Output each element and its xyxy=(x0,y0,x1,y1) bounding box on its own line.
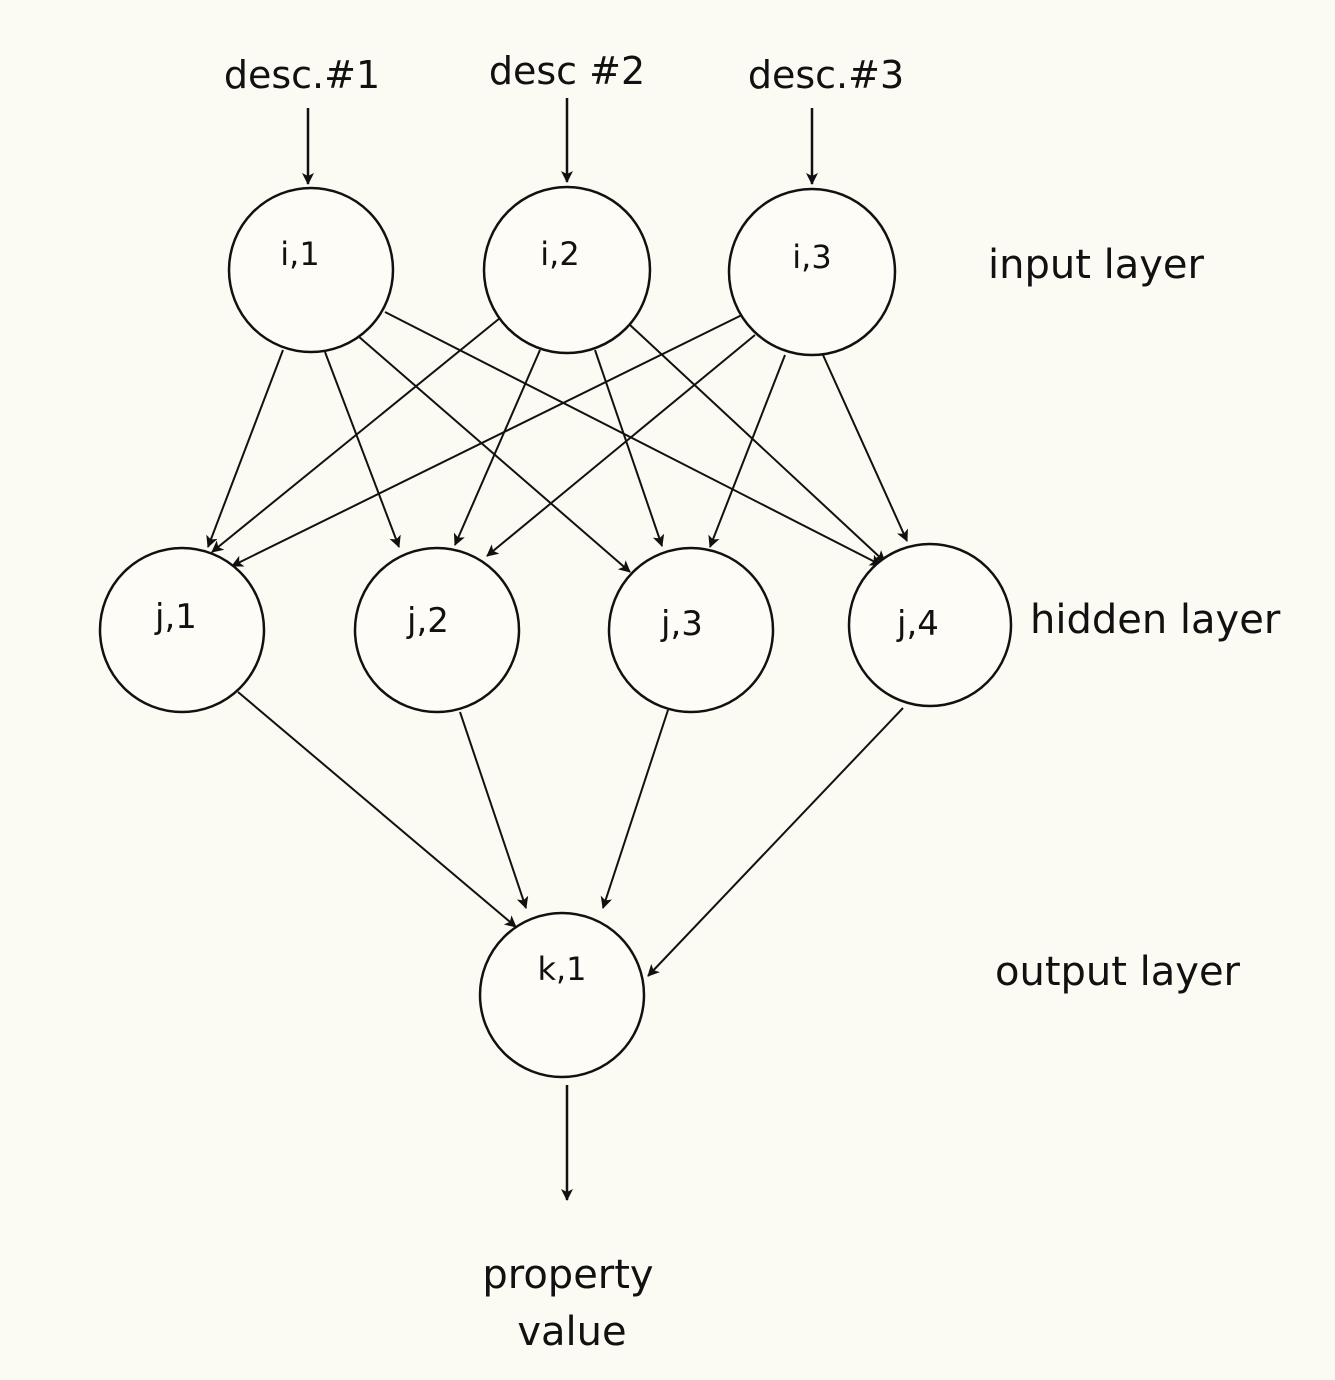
node-j2 xyxy=(353,546,521,714)
input-layer-nodes xyxy=(227,185,897,357)
node-j3 xyxy=(607,546,775,714)
node-j4 xyxy=(847,542,1013,708)
node-j4-label: j,4 xyxy=(896,604,939,644)
edge-j1-k1 xyxy=(237,691,517,928)
edge-i1-j1 xyxy=(206,349,284,548)
node-i3 xyxy=(727,187,897,357)
output-label-line1: property xyxy=(482,1252,653,1298)
hidden-output-connections xyxy=(237,691,904,977)
edge-j2-k1 xyxy=(459,711,529,909)
input-layer-label: input layer xyxy=(988,242,1205,288)
node-j1-label: j,1 xyxy=(154,597,197,637)
node-i2-label: i,2 xyxy=(540,235,579,273)
edge-i3-j4 xyxy=(822,354,908,542)
edge-i1-j4 xyxy=(384,311,882,566)
edge-i2-j2 xyxy=(453,349,541,546)
edge-i3-j3 xyxy=(708,354,786,548)
edge-i2-j4 xyxy=(629,324,886,563)
node-i1 xyxy=(227,186,395,354)
node-j1 xyxy=(98,546,266,714)
node-i3-label: i,3 xyxy=(792,238,831,276)
hidden-layer-nodes xyxy=(98,542,1013,714)
desc-2-label: desc #2 xyxy=(489,49,645,93)
edge-i2-j1 xyxy=(211,317,501,553)
edge-i1-j2 xyxy=(324,351,401,548)
node-i1-label: i,1 xyxy=(280,235,319,273)
output-layer-label: output layer xyxy=(995,949,1241,995)
desc-3-label: desc.#3 xyxy=(748,53,904,97)
input-hidden-connections xyxy=(206,311,908,573)
edge-i3-j2 xyxy=(486,334,756,557)
descriptor-arrows xyxy=(302,98,818,185)
node-j2-label: j,2 xyxy=(406,601,449,641)
output-label-line2: value xyxy=(517,1309,626,1355)
node-k1 xyxy=(478,911,646,1079)
hidden-layer-label: hidden layer xyxy=(1030,597,1281,643)
desc-1-label: desc.#1 xyxy=(224,53,380,97)
edge-j4-k1 xyxy=(647,707,904,977)
edge-i3-j1 xyxy=(231,311,749,567)
node-i2 xyxy=(482,185,652,355)
edge-j3-k1 xyxy=(600,709,669,909)
node-j3-label: j,3 xyxy=(660,604,703,644)
node-k1-label: k,1 xyxy=(537,950,586,988)
